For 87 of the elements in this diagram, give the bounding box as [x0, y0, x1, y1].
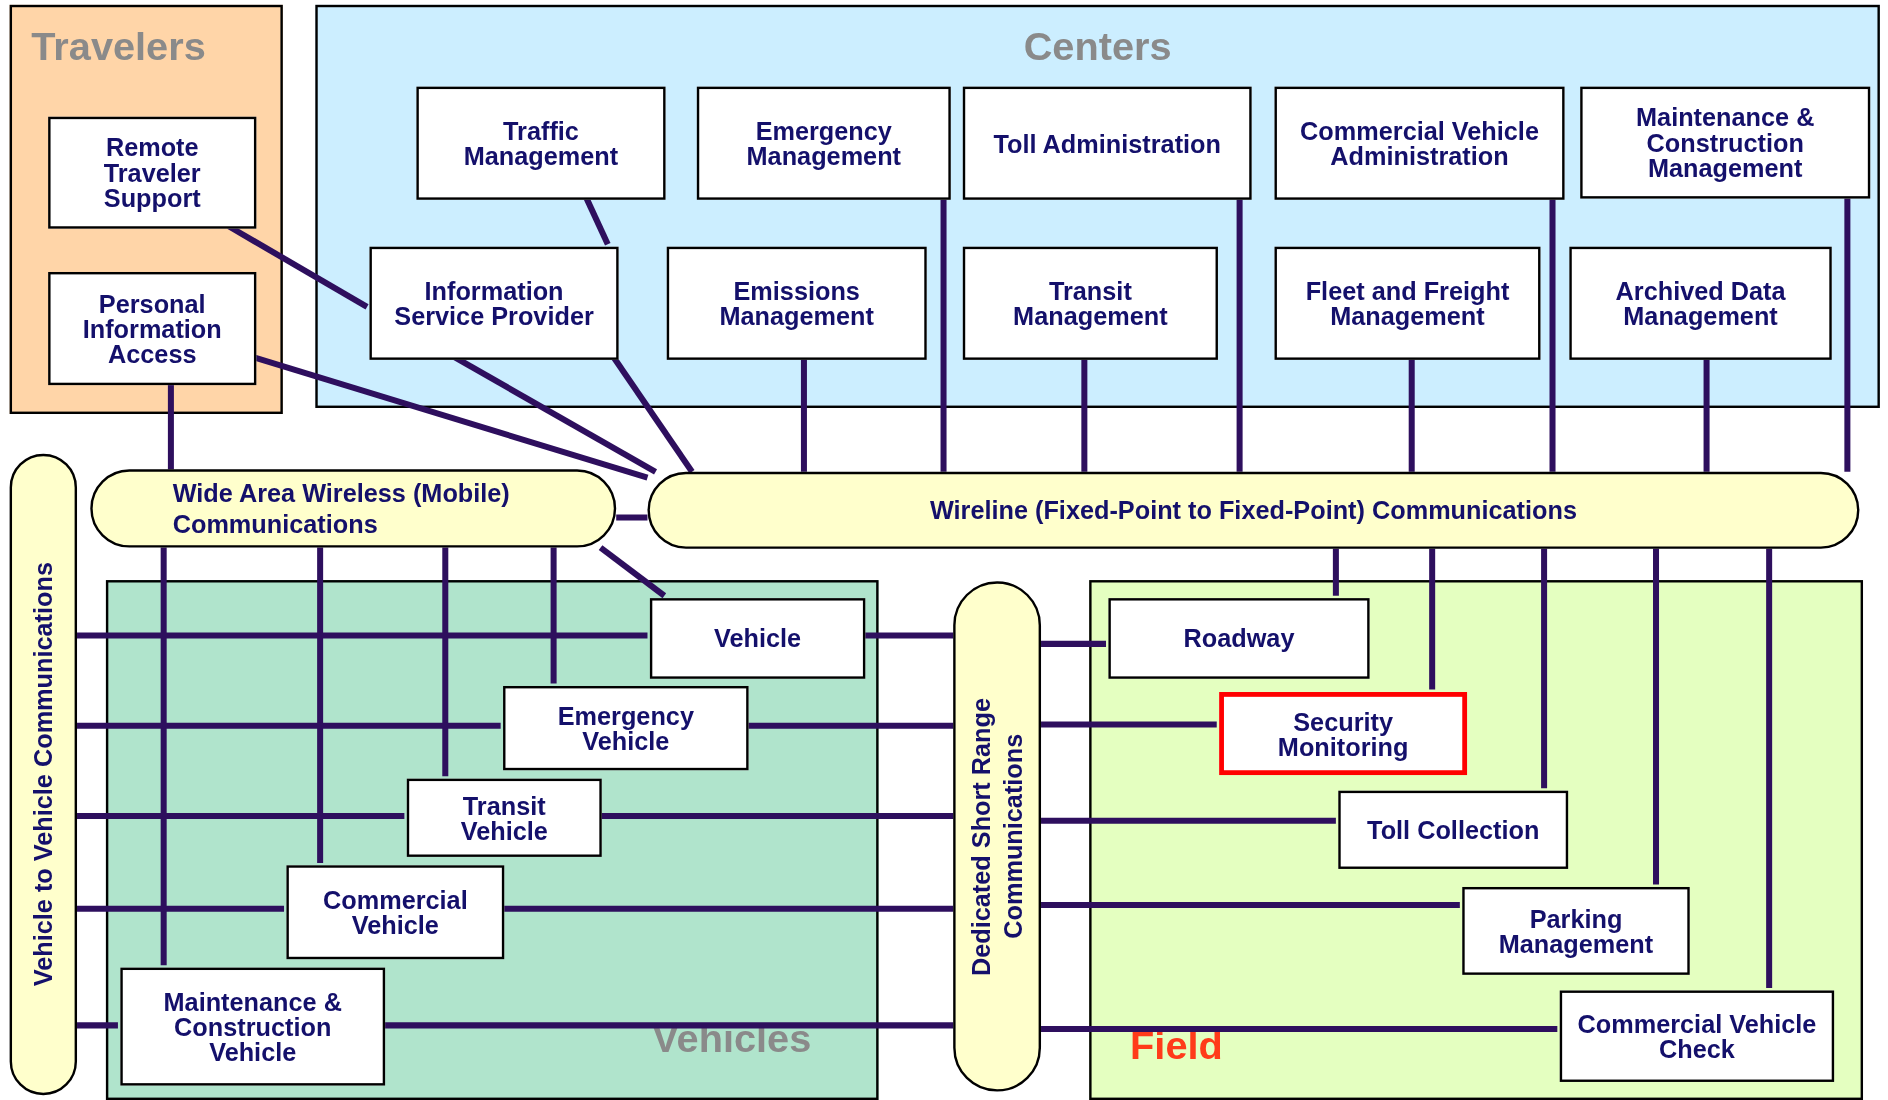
connector-line: [442, 547, 449, 777]
connector-line: [746, 722, 954, 729]
connector-line: [1041, 1026, 1558, 1032]
box-label: Security Monitoring: [1276, 708, 1410, 759]
subsystem-box: [1580, 86, 1871, 199]
connector-line: [1653, 548, 1660, 885]
box-label: Commercial Vehicle: [322, 887, 469, 938]
region-panel: [315, 4, 1880, 408]
subsystem-box: [1559, 990, 1835, 1082]
connector-line: [599, 812, 954, 819]
box-label: Vehicle: [714, 625, 802, 652]
subsystem-box: [286, 865, 505, 960]
box-label: Toll Collection: [1367, 817, 1540, 843]
subsystem-box: [962, 246, 1218, 360]
subsystem-box: [416, 86, 666, 200]
connector-line: [77, 1022, 118, 1029]
connector-line: [1081, 357, 1088, 472]
box-label: Dedicated Short Range Communications: [966, 696, 1027, 978]
box-label: Information Service Provider: [393, 278, 595, 329]
connector-line: [940, 197, 947, 472]
box-label: Emissions Management: [718, 278, 875, 329]
box-label: Parking Management: [1497, 905, 1655, 957]
region-panel: [9, 4, 283, 414]
subsystem-box: [48, 116, 257, 229]
connector-line: [550, 547, 557, 684]
region-panel: [1089, 580, 1863, 1100]
subsystem-box: [962, 86, 1252, 200]
subsystem-box: [48, 272, 257, 386]
connector-line: [598, 545, 667, 599]
connector-line: [1041, 902, 1460, 909]
region-title: Centers: [1022, 24, 1173, 70]
box-label: Commercial Vehicle Check: [1576, 1010, 1818, 1062]
box-label: Emergency Management: [745, 117, 903, 169]
box-label: Traffic Management: [462, 117, 620, 169]
connector-line: [1408, 357, 1415, 472]
subsystem-box: [120, 967, 386, 1086]
subsystem-box: [666, 246, 927, 360]
connector-line: [160, 547, 167, 966]
subsystem-box: [1338, 790, 1569, 869]
connector-line: [77, 905, 285, 912]
region-title: Field: [1130, 1023, 1223, 1069]
region-panel: [105, 580, 879, 1100]
connector-line: [1766, 548, 1773, 989]
box-label: Maintenance & Construction Management: [1635, 104, 1816, 181]
subsystem-box: [1274, 246, 1541, 360]
box-label: Toll Administration: [993, 130, 1221, 156]
box-label: Fleet and Freight Management: [1304, 278, 1511, 329]
box-label: Wide Area Wireless (Mobile) Communications: [172, 477, 511, 540]
subsystem-box: [1274, 86, 1565, 200]
connector-line: [1844, 196, 1851, 472]
connector-line: [1541, 548, 1548, 789]
connector-line: [1041, 817, 1336, 824]
box-label: Transit Vehicle: [459, 792, 549, 844]
connector-line: [77, 812, 405, 819]
connector-line: [1332, 548, 1339, 596]
box-label: Emergency Vehicle: [556, 702, 695, 754]
connector-line: [77, 722, 501, 729]
connector-line: [77, 632, 648, 639]
box-label: Remote Traveler Support: [102, 134, 202, 211]
box-label: Wireline (Fixed-Point to Fixed-Point) Communications: [929, 494, 1577, 526]
box-label: Roadway: [1183, 625, 1295, 652]
subsystem-box: [1462, 887, 1690, 975]
subsystem-box: [369, 246, 619, 360]
subsystem-box: [503, 686, 749, 771]
subsystem-box: [649, 598, 866, 679]
box-label: Commercial Vehicle Administration: [1299, 117, 1540, 169]
connector-line: [1041, 640, 1106, 647]
subsystem-box: [406, 778, 602, 857]
region-title: Travelers: [31, 24, 206, 70]
subsystem-box: [1219, 692, 1468, 776]
box-label: Personal Information Access: [81, 290, 223, 367]
box-label: Archived Data Management: [1614, 278, 1787, 329]
box-label: Vehicle to Vehicle Communications: [27, 562, 58, 987]
connector-line: [1236, 197, 1243, 472]
box-label: Transit Management: [1012, 278, 1169, 329]
connector-line: [1703, 357, 1710, 472]
connector-line: [1429, 548, 1436, 690]
connector-line: [800, 357, 807, 472]
connector-line: [1549, 197, 1556, 472]
connector-line: [616, 514, 648, 521]
box-label: Maintenance & Construction Vehicle: [162, 988, 343, 1065]
subsystem-box: [696, 86, 951, 200]
communication-pill: [647, 471, 1860, 549]
subsystem-box: [1569, 246, 1832, 360]
subsystem-box: [1108, 598, 1370, 679]
connector-line: [317, 547, 324, 863]
connector-line: [1041, 721, 1217, 728]
